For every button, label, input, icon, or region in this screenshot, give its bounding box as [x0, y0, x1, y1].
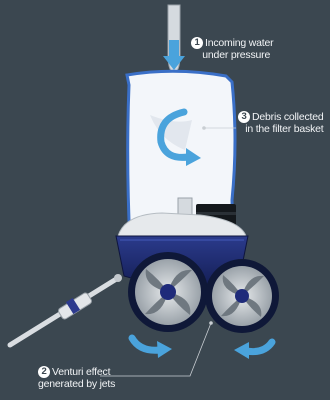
left-wheel [128, 252, 208, 332]
callout-line2: under pressure [199, 49, 273, 61]
callout-number-badge: 1 [191, 37, 203, 49]
callout-number-badge: 3 [238, 111, 250, 123]
callout-line2: in the filter basket [245, 123, 323, 135]
callout-3-pointer [202, 126, 206, 130]
callout-line1: Debris collected [252, 111, 324, 123]
callout-line2: generated by jets [38, 378, 115, 390]
venturi-left-arrow [132, 338, 172, 358]
venturi-right-arrow [234, 342, 272, 359]
callout-line1: Venturi effect [52, 366, 110, 378]
tail-hose [10, 274, 122, 345]
callout-number-badge: 2 [38, 366, 50, 378]
callout-line1: Incoming water [205, 37, 273, 49]
incoming-water-arrow [163, 40, 185, 70]
right-wheel [205, 259, 279, 333]
